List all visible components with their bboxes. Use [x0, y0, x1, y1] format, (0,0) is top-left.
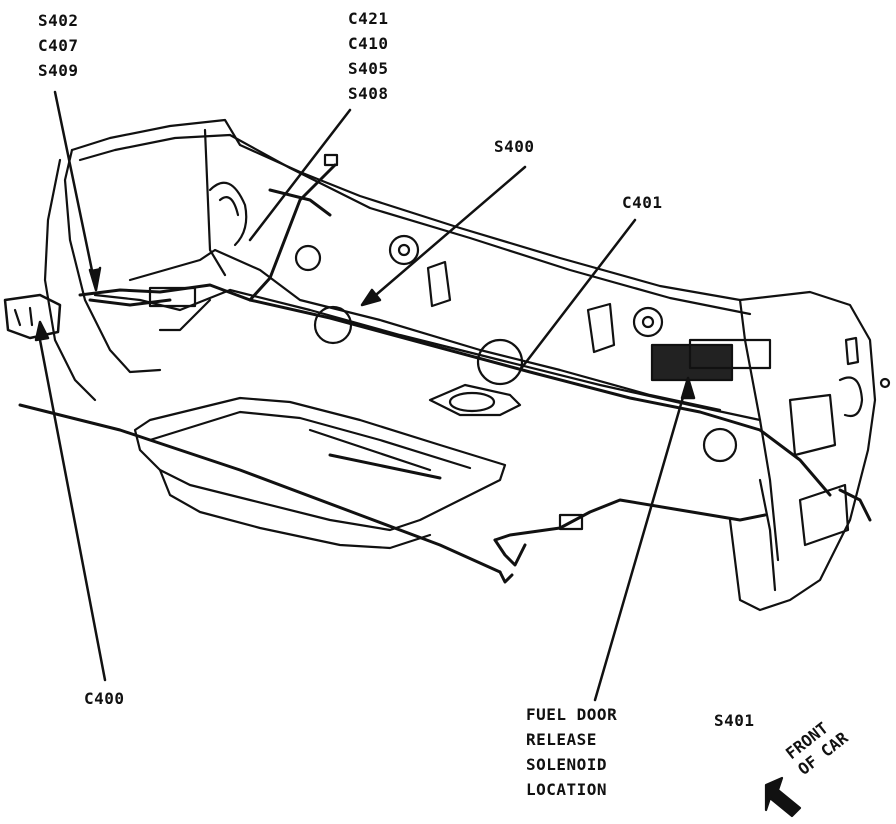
callout-group-left: S402 C407 S409: [38, 8, 79, 83]
leader-c421: [248, 108, 352, 242]
leader-s402: [53, 90, 97, 287]
leader-c400: [38, 338, 107, 682]
leader-fuel-door: [593, 378, 690, 702]
callout-c401: C401: [622, 190, 663, 215]
callout-s409: S409: [38, 61, 79, 80]
callout-s400: S400: [494, 134, 535, 159]
leader-lines: [34, 90, 696, 702]
wiring-harness: [18, 163, 872, 584]
leader-s400: [368, 165, 527, 302]
connectors: [3, 153, 772, 531]
fuel-door-line-3: SOLENOID: [526, 755, 608, 774]
rear-body-outline: [43, 118, 891, 612]
callout-s401-text: S401: [714, 711, 755, 730]
callout-fuel-door: FUEL DOOR RELEASE SOLENOID LOCATION: [526, 702, 617, 802]
callout-s400-text: S400: [494, 137, 535, 156]
callout-s408: S408: [348, 84, 389, 103]
callout-c410: C410: [348, 34, 389, 53]
front-arrow-icon: [764, 776, 802, 818]
callout-s402: S402: [38, 11, 79, 30]
fuel-door-line-2: RELEASE: [526, 730, 597, 749]
callout-s405: S405: [348, 59, 389, 78]
callout-c400: C400: [84, 686, 125, 711]
leader-c401: [518, 218, 637, 372]
callout-c401-text: C401: [622, 193, 663, 212]
callout-group-top: C421 C410 S405 S408: [348, 6, 389, 106]
fuel-door-line-1: FUEL DOOR: [526, 705, 618, 724]
fuel-door-line-4: LOCATION: [526, 780, 608, 799]
callout-c421: C421: [348, 9, 389, 28]
callout-s401: S401: [714, 708, 755, 733]
callout-c407: C407: [38, 36, 79, 55]
callout-c400-text: C400: [84, 689, 125, 708]
floor-pan: [133, 396, 507, 550]
